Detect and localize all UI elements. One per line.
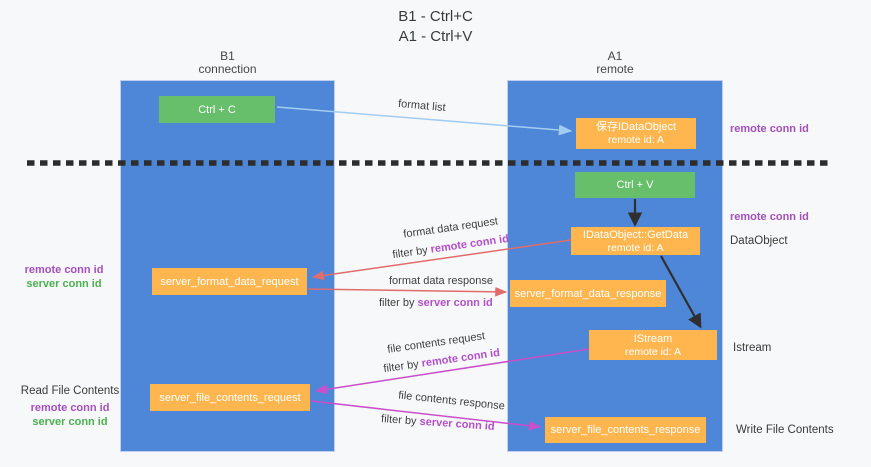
node-server-file-contents-response-label: server_file_contents_response	[550, 424, 701, 436]
node-idataobject-getdata-line1: IDataObject::GetData	[582, 228, 689, 241]
label-format-list: format list	[397, 97, 447, 115]
lane-a1-role: remote	[596, 62, 634, 76]
server-conn-id-text: server conn id	[417, 297, 493, 309]
label-file-contents-response: file contents response	[397, 389, 506, 413]
node-server-format-data-request: server_format_data_request	[152, 268, 307, 295]
filter-by-text: filter by	[382, 358, 420, 376]
annotation-remote-conn-id-top: remote conn id	[730, 123, 809, 135]
annotation-dataobject: DataObject	[730, 235, 788, 247]
node-server-format-data-request-label: server_format_data_request	[160, 275, 299, 288]
node-ctrl-c-label: Ctrl + C	[198, 103, 236, 116]
diagram-title: B1 - Ctrl+C A1 - Ctrl+V	[0, 7, 871, 47]
node-server-file-contents-response: server_file_contents_response	[545, 417, 706, 443]
annotation-server-conn-id-left: server conn id	[26, 278, 102, 290]
node-istream: IStream remote id: A	[589, 330, 717, 360]
lane-a1-name: A1	[607, 49, 623, 63]
node-istream-line2: remote id: A	[624, 345, 682, 358]
node-istream-line1: IStream	[633, 332, 673, 345]
node-ctrl-c: Ctrl + C	[159, 96, 275, 123]
node-ctrl-v: Ctrl + V	[575, 172, 695, 198]
annotation-conn-ids-left: remote conn id server conn id	[18, 263, 110, 291]
annotation-read-block: Read File Contents remote conn id server…	[20, 384, 120, 429]
node-idataobject-getdata: IDataObject::GetData remote id: A	[571, 227, 700, 255]
filter-by-text: filter by	[391, 244, 429, 262]
node-server-file-contents-request-label: server_file_contents_request	[159, 391, 301, 404]
annotation-read-file-contents: Read File Contents	[20, 385, 120, 397]
node-idataobject-getdata-line2: remote id: A	[607, 241, 664, 254]
node-ctrl-v-label: Ctrl + V	[616, 179, 654, 191]
title-line-2: A1 - Ctrl+V	[398, 28, 473, 45]
node-server-format-data-response-label: server_format_data_response	[514, 287, 662, 300]
lane-b1-name: B1	[220, 49, 235, 63]
arrow-format-data-response	[307, 287, 508, 297]
annotation-remote-conn-id-left: remote conn id	[24, 264, 104, 276]
annotation-remote-conn-id-mid: remote conn id	[730, 211, 809, 223]
lane-b1-role: connection	[198, 62, 257, 76]
remote-conn-id-text: remote conn id	[429, 232, 510, 256]
annotation-remote-conn-id-bottom: remote conn id	[30, 402, 110, 414]
server-conn-id-text: server conn id	[419, 415, 496, 433]
annotation-server-conn-id-bottom: server conn id	[32, 416, 108, 428]
node-store-idataobject: 保存IDataObject remote id: A	[576, 118, 696, 149]
label-filter-server-2: filter by server conn id	[381, 413, 495, 433]
node-server-format-data-response: server_format_data_response	[510, 280, 666, 307]
title-line-1: B1 - Ctrl+C	[398, 8, 473, 25]
node-store-idataobject-line2: remote id: A	[607, 134, 665, 146]
filter-by-text: filter by	[380, 413, 417, 428]
label-format-data-response: format data response	[389, 275, 493, 287]
lane-header-a1: A1 remote	[507, 50, 723, 76]
node-store-idataobject-line1: 保存IDataObject	[595, 121, 677, 133]
filter-by-text: filter by	[379, 297, 415, 309]
annotation-write-file-contents: Write File Contents	[736, 424, 834, 436]
node-server-file-contents-request: server_file_contents_request	[150, 384, 310, 411]
lane-header-b1: B1 connection	[120, 50, 335, 76]
label-filter-server-1: filter by server conn id	[379, 297, 493, 309]
annotation-istream: Istream	[733, 342, 772, 354]
remote-conn-id-text: remote conn id	[420, 346, 501, 370]
